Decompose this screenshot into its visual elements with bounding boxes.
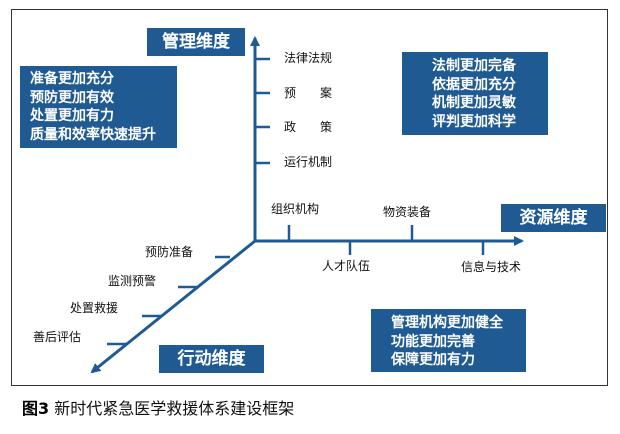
figure-caption: 图3 新时代紧急医学救援体系建设框架: [22, 399, 294, 419]
goal-line: 依据更加充分: [432, 76, 516, 93]
action-item-label: 善后评估: [33, 330, 82, 344]
resource-item-label: 物资装备: [383, 205, 432, 219]
management-item-label: 法律法规: [284, 51, 333, 65]
goal-line: 法制更加完备: [432, 58, 516, 74]
action-item-label: 监测预警: [108, 274, 157, 288]
management-item-label: 运行机制: [284, 155, 333, 169]
management-item-label: 政 策: [284, 120, 333, 134]
goal-line: 准备更加充分: [30, 71, 114, 87]
goal-line: 质量和效率快速提升: [30, 126, 156, 143]
goals-box-right: 法制更加完备 依据更加充分 机制更加灵敏 评判更加科学: [402, 52, 548, 135]
goal-line: 保障更加有力: [391, 352, 475, 368]
action-item-label: 预防准备: [145, 245, 194, 259]
goals-box-left: 准备更加充分 预防更加有效 处置更加有力 质量和效率快速提升: [20, 66, 177, 148]
action-axis: [90, 239, 256, 374]
resource-item-label: 人才队伍: [322, 259, 371, 273]
figure-title: 新时代紧急医学救援体系建设框架: [54, 399, 295, 418]
management-dimension-label: 管理维度: [147, 28, 245, 56]
goal-line: 预防更加有效: [30, 89, 114, 106]
goal-line: 管理机构更加健全: [391, 315, 503, 331]
goal-line: 处置更加有力: [30, 108, 114, 124]
resource-item-label: 组织机构: [271, 202, 320, 216]
goal-line: 功能更加完善: [391, 333, 475, 350]
action-dimension-label: 行动维度: [159, 345, 264, 373]
resource-dimension-label: 资源维度: [501, 204, 606, 232]
goals-box-bottom: 管理机构更加健全 功能更加完善 保障更加有力: [371, 309, 526, 372]
resource-item-label: 信息与技术: [461, 260, 522, 274]
action-item-label: 处置救援: [70, 301, 119, 315]
goal-line: 机制更加灵敏: [432, 95, 516, 111]
management-item-label: 预 案: [284, 86, 333, 100]
figure-number: 图3: [22, 399, 50, 418]
goal-line: 评判更加科学: [432, 113, 516, 130]
